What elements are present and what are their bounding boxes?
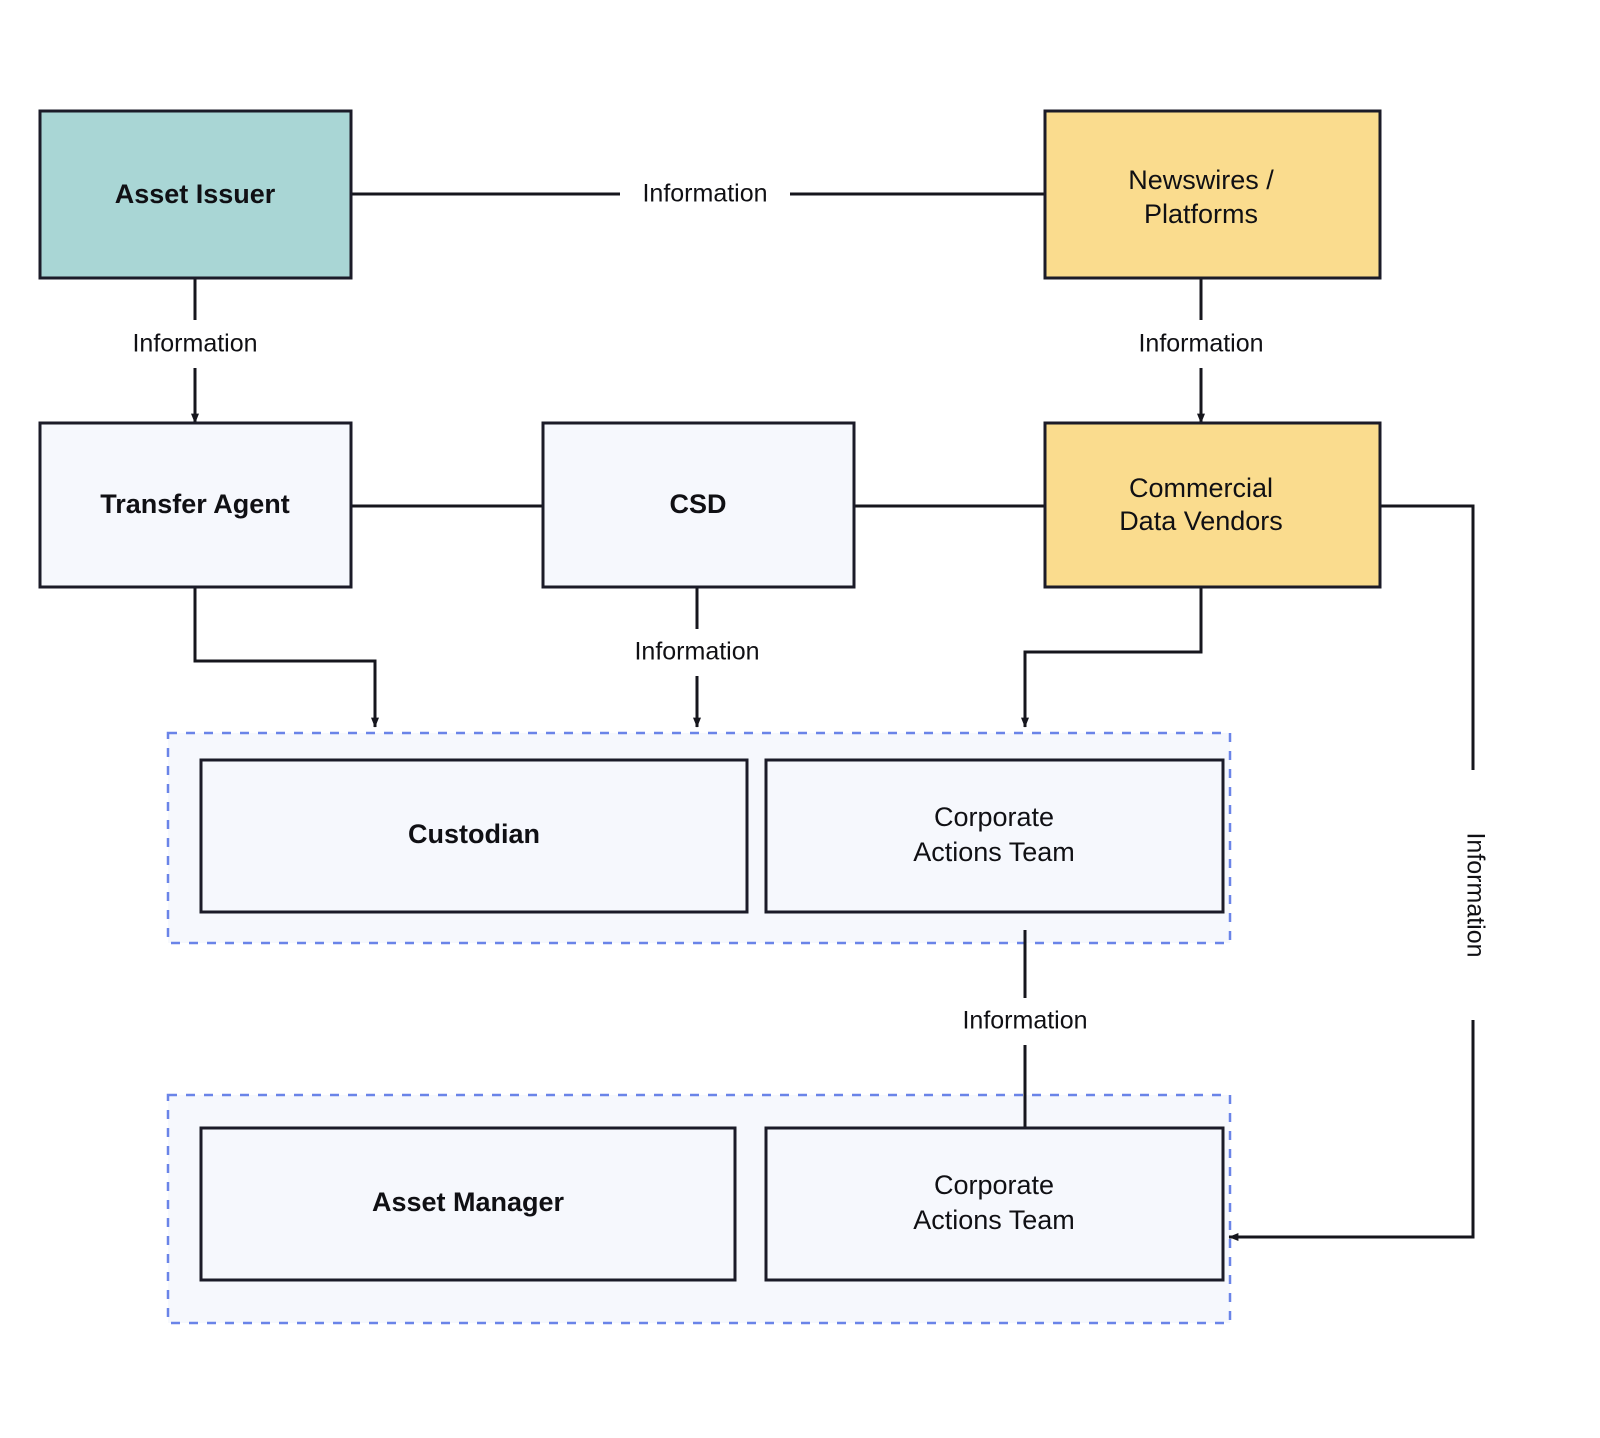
node-label-vendors-line2: Data Vendors	[1119, 506, 1283, 536]
node-label-transfer-agent: Transfer Agent	[100, 489, 290, 519]
node-label-newswires-line1: Newswires /	[1128, 165, 1274, 195]
node-custodian[interactable]: Custodian	[199, 758, 749, 914]
node-corporate-actions-team-custodian[interactable]: Corporate Actions Team	[764, 758, 1225, 914]
node-csd[interactable]: CSD	[541, 421, 856, 589]
edge-vendors-to-manager-cat-lower	[1228, 1020, 1475, 1241]
node-label-cat-manager-line2: Actions Team	[913, 1205, 1075, 1235]
node-label-asset-issuer: Asset Issuer	[115, 179, 276, 209]
node-asset-issuer[interactable]: Asset Issuer	[38, 109, 353, 280]
node-transfer-agent[interactable]: Transfer Agent	[38, 421, 353, 589]
node-label-newswires-line2: Platforms	[1144, 199, 1258, 229]
edge-label-vendors-to-manager-cat: Information	[1461, 832, 1489, 957]
edge-vendors-to-manager-cat-upper	[1380, 504, 1475, 770]
edge-label-issuer-to-ta: Information	[132, 330, 257, 358]
edge-ta-to-custodian	[193, 587, 379, 728]
edge-vendors-to-cat	[1021, 587, 1203, 728]
edge-label-csd-to-group: Information	[634, 638, 759, 666]
node-label-custodian: Custodian	[408, 819, 540, 849]
node-label-cat-custodian-line2: Actions Team	[913, 837, 1075, 867]
edge-label-issuer-to-newswires: Information	[642, 180, 767, 208]
node-asset-manager[interactable]: Asset Manager	[199, 1126, 737, 1282]
node-label-asset-manager: Asset Manager	[372, 1187, 565, 1217]
node-label-cat-custodian-line1: Corporate	[934, 802, 1054, 832]
node-corporate-actions-team-manager[interactable]: Corporate Actions Team	[764, 1126, 1225, 1282]
node-label-vendors-line1: Commercial	[1129, 473, 1273, 503]
node-label-csd: CSD	[669, 489, 726, 519]
edge-label-cat-to-cat: Information	[962, 1007, 1087, 1035]
node-newswires-platforms[interactable]: Newswires / Platforms	[1043, 109, 1382, 280]
node-label-cat-manager-line1: Corporate	[934, 1170, 1054, 1200]
edge-label-newswires-to-vendors: Information	[1138, 330, 1263, 358]
node-commercial-data-vendors[interactable]: Commercial Data Vendors	[1043, 421, 1382, 589]
